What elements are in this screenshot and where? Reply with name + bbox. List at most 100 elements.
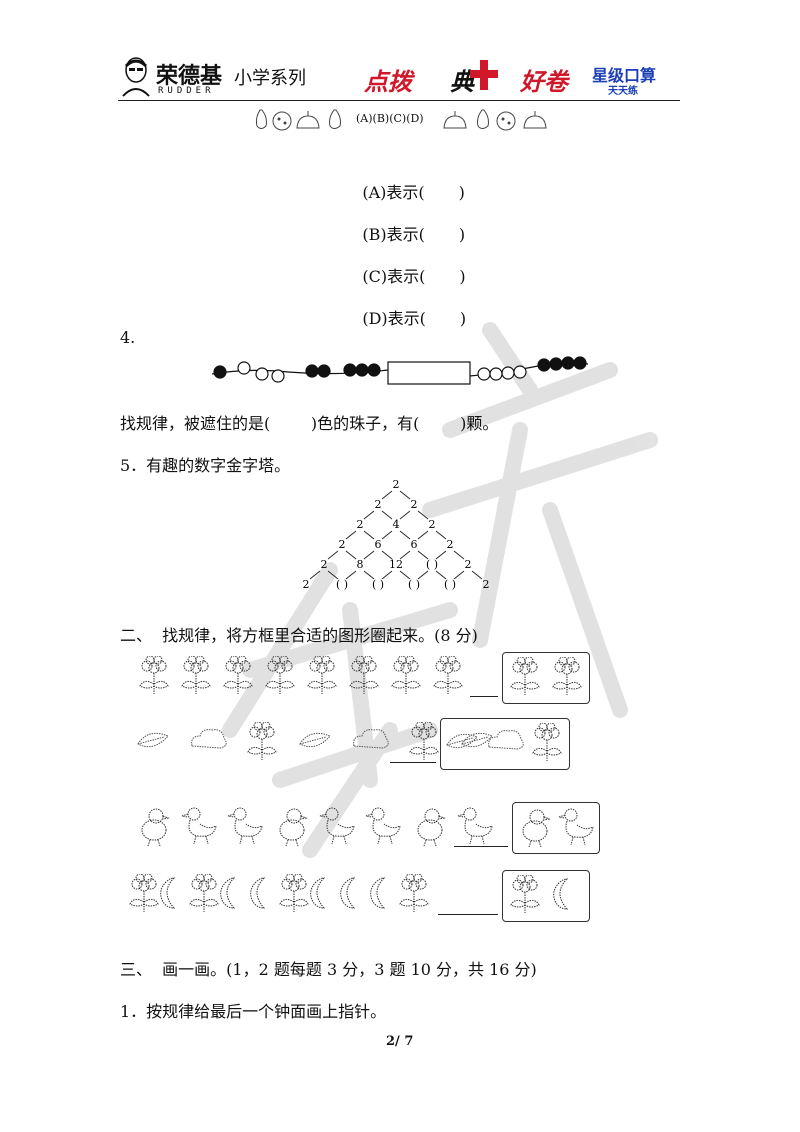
flower-icon: [124, 873, 164, 920]
cloud-icon: [350, 722, 390, 768]
flower-icon[interactable]: [505, 656, 545, 703]
chick-icon: [134, 806, 174, 852]
flower-icon: [274, 873, 314, 920]
pyramid-connector: [327, 570, 339, 580]
brand-name: 荣德基: [156, 64, 223, 89]
duck-icon: [318, 806, 358, 852]
pyramid-connector: [471, 570, 483, 580]
pyramid-number: 2: [339, 538, 346, 551]
answer-close: ): [459, 267, 466, 286]
pyramid-connector: [363, 570, 375, 580]
logo-kousuan-sub: 天天练: [608, 86, 638, 97]
fruit-icons-left: [255, 109, 341, 131]
answer-close: ): [458, 225, 466, 244]
moon-icon: [304, 874, 344, 920]
pyramid-connector: [381, 510, 393, 520]
option-box[interactable]: [502, 870, 590, 922]
pyramid-connector: [453, 550, 465, 560]
pyramid-number: 2: [429, 518, 436, 531]
answer-line: [390, 762, 436, 763]
pyramid-number[interactable]: ( ): [444, 578, 456, 591]
flower-icon: [134, 655, 174, 702]
series-name: 小学系列: [234, 68, 306, 89]
answer-line-a: (A)表示(): [342, 160, 465, 222]
pyramid-connector: [345, 570, 357, 580]
flower-icon: [386, 655, 426, 702]
answer-close: ): [458, 183, 465, 202]
logo-haojuan: 好卷: [520, 68, 568, 96]
answer-label: (B)表示(: [362, 225, 425, 244]
pyramid-connector: [399, 550, 411, 560]
flower-icon[interactable]: [547, 656, 587, 703]
duck-icon: [456, 806, 496, 852]
answer-label: (D)表示(: [362, 309, 426, 328]
answer-close: ): [459, 309, 467, 328]
leaf-icon: [296, 722, 336, 768]
pyramid-connector: [363, 550, 375, 560]
bead-string: [211, 356, 589, 385]
moon-icon: [214, 874, 254, 920]
flower-icon: [404, 721, 444, 768]
answer-label: (A)表示(: [362, 183, 425, 202]
answer-line-d: (D)表示(): [342, 286, 466, 348]
white-bead: [501, 366, 515, 380]
white-bead: [513, 365, 527, 379]
white-bead: [477, 367, 491, 381]
answer-line: [438, 914, 498, 915]
header-divider: [118, 100, 680, 101]
duck-icon: [226, 806, 266, 852]
flower-icon: [344, 655, 384, 702]
pyramid-number[interactable]: ( ): [336, 578, 348, 591]
pyramid-number: 4: [393, 518, 400, 531]
black-bead: [343, 363, 357, 377]
duck-icon[interactable]: [557, 807, 597, 853]
leaf-icon: [134, 722, 174, 768]
flower-icon: [176, 655, 216, 702]
pyramid-connector: [381, 570, 393, 580]
pyramid-number[interactable]: ( ): [426, 558, 438, 571]
q5-title: 5．有趣的数字金字塔。: [120, 456, 291, 475]
moon-icon: [154, 874, 194, 920]
flower-icon: [184, 873, 224, 920]
answer-line: [454, 846, 508, 847]
pyramid-connector: [417, 510, 429, 520]
answer-line-b: (B)表示(): [342, 202, 465, 264]
pyramid-connector: [363, 510, 375, 520]
flower-icon: [218, 655, 258, 702]
pyramid-number: 6: [375, 538, 382, 551]
black-bead: [549, 357, 563, 371]
pyramid-number[interactable]: ( ): [408, 578, 420, 591]
leaf-icon[interactable]: [443, 723, 483, 769]
pyramid-number: 2: [375, 498, 382, 511]
answer-label: (C)表示(: [362, 267, 426, 286]
chick-icon: [272, 806, 312, 852]
black-bead: [305, 364, 319, 378]
duck-icon: [364, 806, 404, 852]
moon-icon[interactable]: [547, 875, 587, 921]
option-box[interactable]: [440, 718, 570, 770]
answer-line-c: (C)表示(): [342, 244, 466, 306]
chick-icon[interactable]: [515, 807, 555, 853]
option-box[interactable]: [502, 652, 590, 704]
founder-portrait-icon: [122, 57, 150, 97]
section3-title: 三、 画一画。(1，2 题每题 3 分，3 题 10 分，共 16 分): [120, 960, 537, 979]
black-bead: [213, 365, 227, 379]
option-box[interactable]: [512, 802, 600, 854]
section2-title: 二、 找规律，将方框里合适的图形圈起来。(8 分): [120, 626, 478, 645]
pyramid-connector: [399, 570, 411, 580]
brand-subtitle: RUDDER: [158, 86, 215, 96]
flower-icon[interactable]: [527, 722, 567, 769]
pyramid-connector: [381, 490, 393, 500]
covered-box: [387, 361, 471, 385]
pyramid-number[interactable]: ( ): [372, 578, 384, 591]
flower-icon: [302, 655, 342, 702]
watermark: [222, 322, 658, 858]
cloud-icon: [188, 722, 228, 768]
white-bead: [489, 367, 503, 381]
pyramid-number: 8: [357, 558, 364, 571]
pyramid-number: 2: [483, 578, 490, 591]
cloud-icon[interactable]: [485, 723, 525, 769]
flower-icon[interactable]: [505, 874, 545, 921]
flower-icon: [260, 655, 300, 702]
